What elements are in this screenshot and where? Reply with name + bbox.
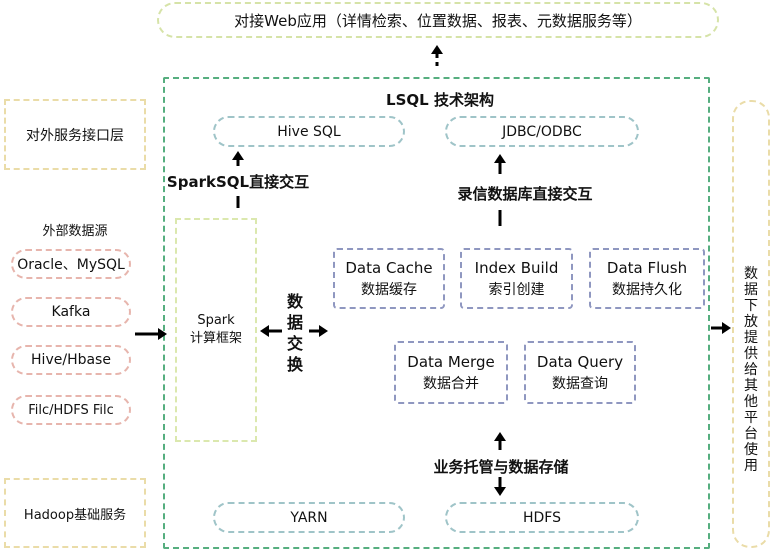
spark-framework-text: Spark 计算框架 — [189, 313, 242, 346]
arrow-bidirectional-exchange-icon — [260, 325, 328, 337]
database-interaction-label: 录信数据库直接交互 — [457, 184, 593, 203]
external-sources-title: 外部数据源 — [42, 223, 108, 239]
storage-label: 业务托管与数据存储 — [433, 457, 569, 476]
data-export-panel — [732, 100, 770, 548]
arrow-right-sources-icon — [135, 328, 167, 340]
jdbc-odbc-box: JDBC/ODBC — [445, 116, 639, 147]
lsql-architecture-container — [163, 77, 710, 549]
yarn-box: YARN — [213, 502, 405, 533]
hive-sql-box: Hive SQL — [213, 116, 405, 147]
data-export-text: 数据下放提供给其他平台使用 — [744, 266, 758, 474]
architecture-title: LSQL 技术架构 — [386, 90, 494, 109]
module-data-query: Data Query 数据查询 — [524, 341, 636, 404]
hdfs-box: HDFS — [445, 502, 639, 533]
module-data-cache: Data Cache 数据缓存 — [333, 248, 445, 309]
source-oracle-mysql: Oracle、MySQL — [11, 249, 131, 279]
spark-framework-box: Spark 计算框架 — [175, 218, 257, 442]
arrow-down-storage-icon — [494, 477, 506, 496]
arrow-right-output-icon — [711, 322, 731, 334]
source-file-hdfs: Filc/HDFS Filc — [11, 395, 131, 425]
arrow-up-storage-icon — [494, 432, 506, 450]
arrow-up-hive-icon — [232, 151, 244, 208]
service-interface-layer-text: 对外服务接口层 — [26, 127, 124, 144]
service-interface-layer: 对外服务接口层 — [4, 99, 146, 170]
module-index-build: Index Build 索引创建 — [460, 248, 573, 309]
web-app-banner: 对接Web应用（详情检索、位置数据、报表、元数据服务等） — [157, 2, 719, 38]
hadoop-base-services: Hadoop基础服务 — [4, 478, 146, 548]
source-kafka: Kafka — [11, 297, 131, 327]
sparksql-interaction-label: SparkSQL直接交互 — [166, 172, 310, 191]
module-data-flush: Data Flush 数据持久化 — [589, 248, 705, 309]
arrow-up-to-web-icon — [431, 45, 443, 66]
arrow-up-jdbc-icon — [494, 154, 506, 226]
module-data-merge: Data Merge 数据合并 — [394, 341, 508, 404]
source-hive-hbase: Hive/Hbase — [11, 345, 131, 375]
web-app-banner-text: 对接Web应用（详情检索、位置数据、报表、元数据服务等） — [234, 11, 642, 30]
data-exchange-label: 数据交换 — [286, 292, 303, 374]
